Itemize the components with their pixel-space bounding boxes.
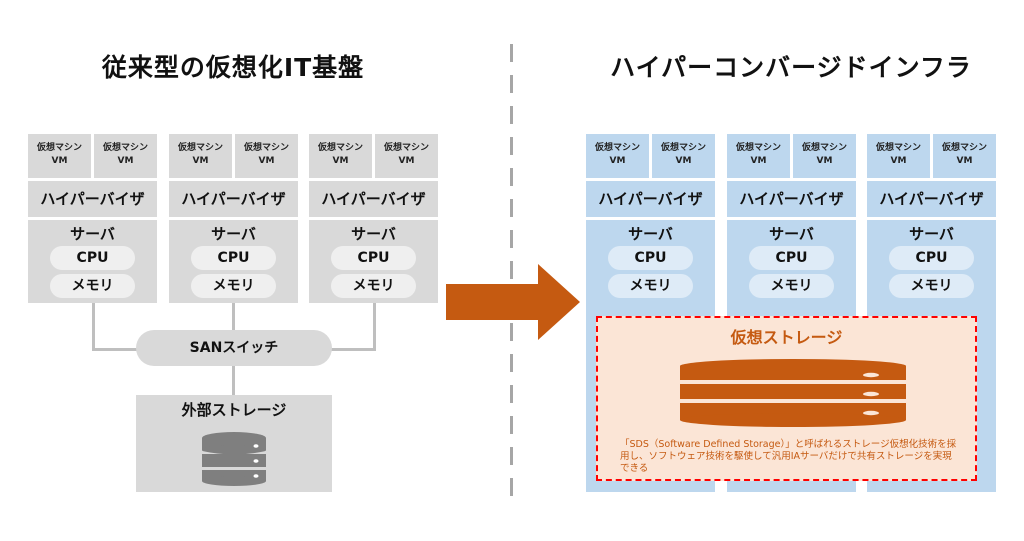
hypervisor-layer: ハイパーバイザ xyxy=(309,181,438,217)
cpu-pill: CPU xyxy=(331,246,416,270)
memory-pill: メモリ xyxy=(331,274,416,298)
memory-pill: メモリ xyxy=(889,274,974,298)
cpu-pill: CPU xyxy=(191,246,276,270)
server-label: サーバ xyxy=(628,225,673,243)
connector-line xyxy=(373,303,376,351)
cpu-pill: CPU xyxy=(608,246,693,270)
database-icon xyxy=(201,432,267,486)
external-storage-label: 外部ストレージ xyxy=(181,401,287,419)
external-storage-box: 外部ストレージ xyxy=(136,395,332,492)
server-box: サーバ CPU メモリ xyxy=(28,220,157,303)
server-label: サーバ xyxy=(351,225,396,243)
connector-line xyxy=(92,303,95,351)
cpu-pill: CPU xyxy=(749,246,834,270)
memory-pill: メモリ xyxy=(50,274,135,298)
hypervisor-layer: ハイパーバイザ xyxy=(28,181,157,217)
server-label: サーバ xyxy=(211,225,256,243)
server-box: サーバ CPU メモリ xyxy=(169,220,298,303)
cpu-pill: CPU xyxy=(50,246,135,270)
connector-line xyxy=(326,348,376,351)
hypervisor-layer: ハイパーバイザ xyxy=(727,181,856,217)
arrow-right-icon xyxy=(446,264,580,340)
memory-pill: メモリ xyxy=(608,274,693,298)
connector-line xyxy=(92,348,142,351)
hypervisor-layer: ハイパーバイザ xyxy=(169,181,298,217)
section-divider xyxy=(510,44,513,496)
virtual-storage-description: 「SDS（Software Defined Storage）」と呼ばれるストレー… xyxy=(620,439,957,474)
server-label: サーバ xyxy=(769,225,814,243)
connector-line xyxy=(232,303,235,333)
legacy-title: 従来型の仮想化IT基盤 xyxy=(101,53,365,82)
server-label: サーバ xyxy=(909,225,954,243)
server-box: サーバ CPU メモリ xyxy=(309,220,438,303)
cpu-pill: CPU xyxy=(889,246,974,270)
memory-pill: メモリ xyxy=(749,274,834,298)
hypervisor-layer: ハイパーバイザ xyxy=(867,181,996,217)
memory-pill: メモリ xyxy=(191,274,276,298)
connector-line xyxy=(232,364,235,396)
virtual-storage-title: 仮想ストレージ xyxy=(730,328,843,347)
hypervisor-layer: ハイパーバイザ xyxy=(586,181,715,217)
hci-title: ハイパーコンバージドインフラ xyxy=(610,53,972,82)
database-icon xyxy=(679,359,907,427)
server-label: サーバ xyxy=(70,225,115,243)
virtual-storage-box: 仮想ストレージ 「SDS（Software Defined Storage）」と… xyxy=(596,316,977,481)
san-switch: SANスイッチ xyxy=(136,330,332,366)
